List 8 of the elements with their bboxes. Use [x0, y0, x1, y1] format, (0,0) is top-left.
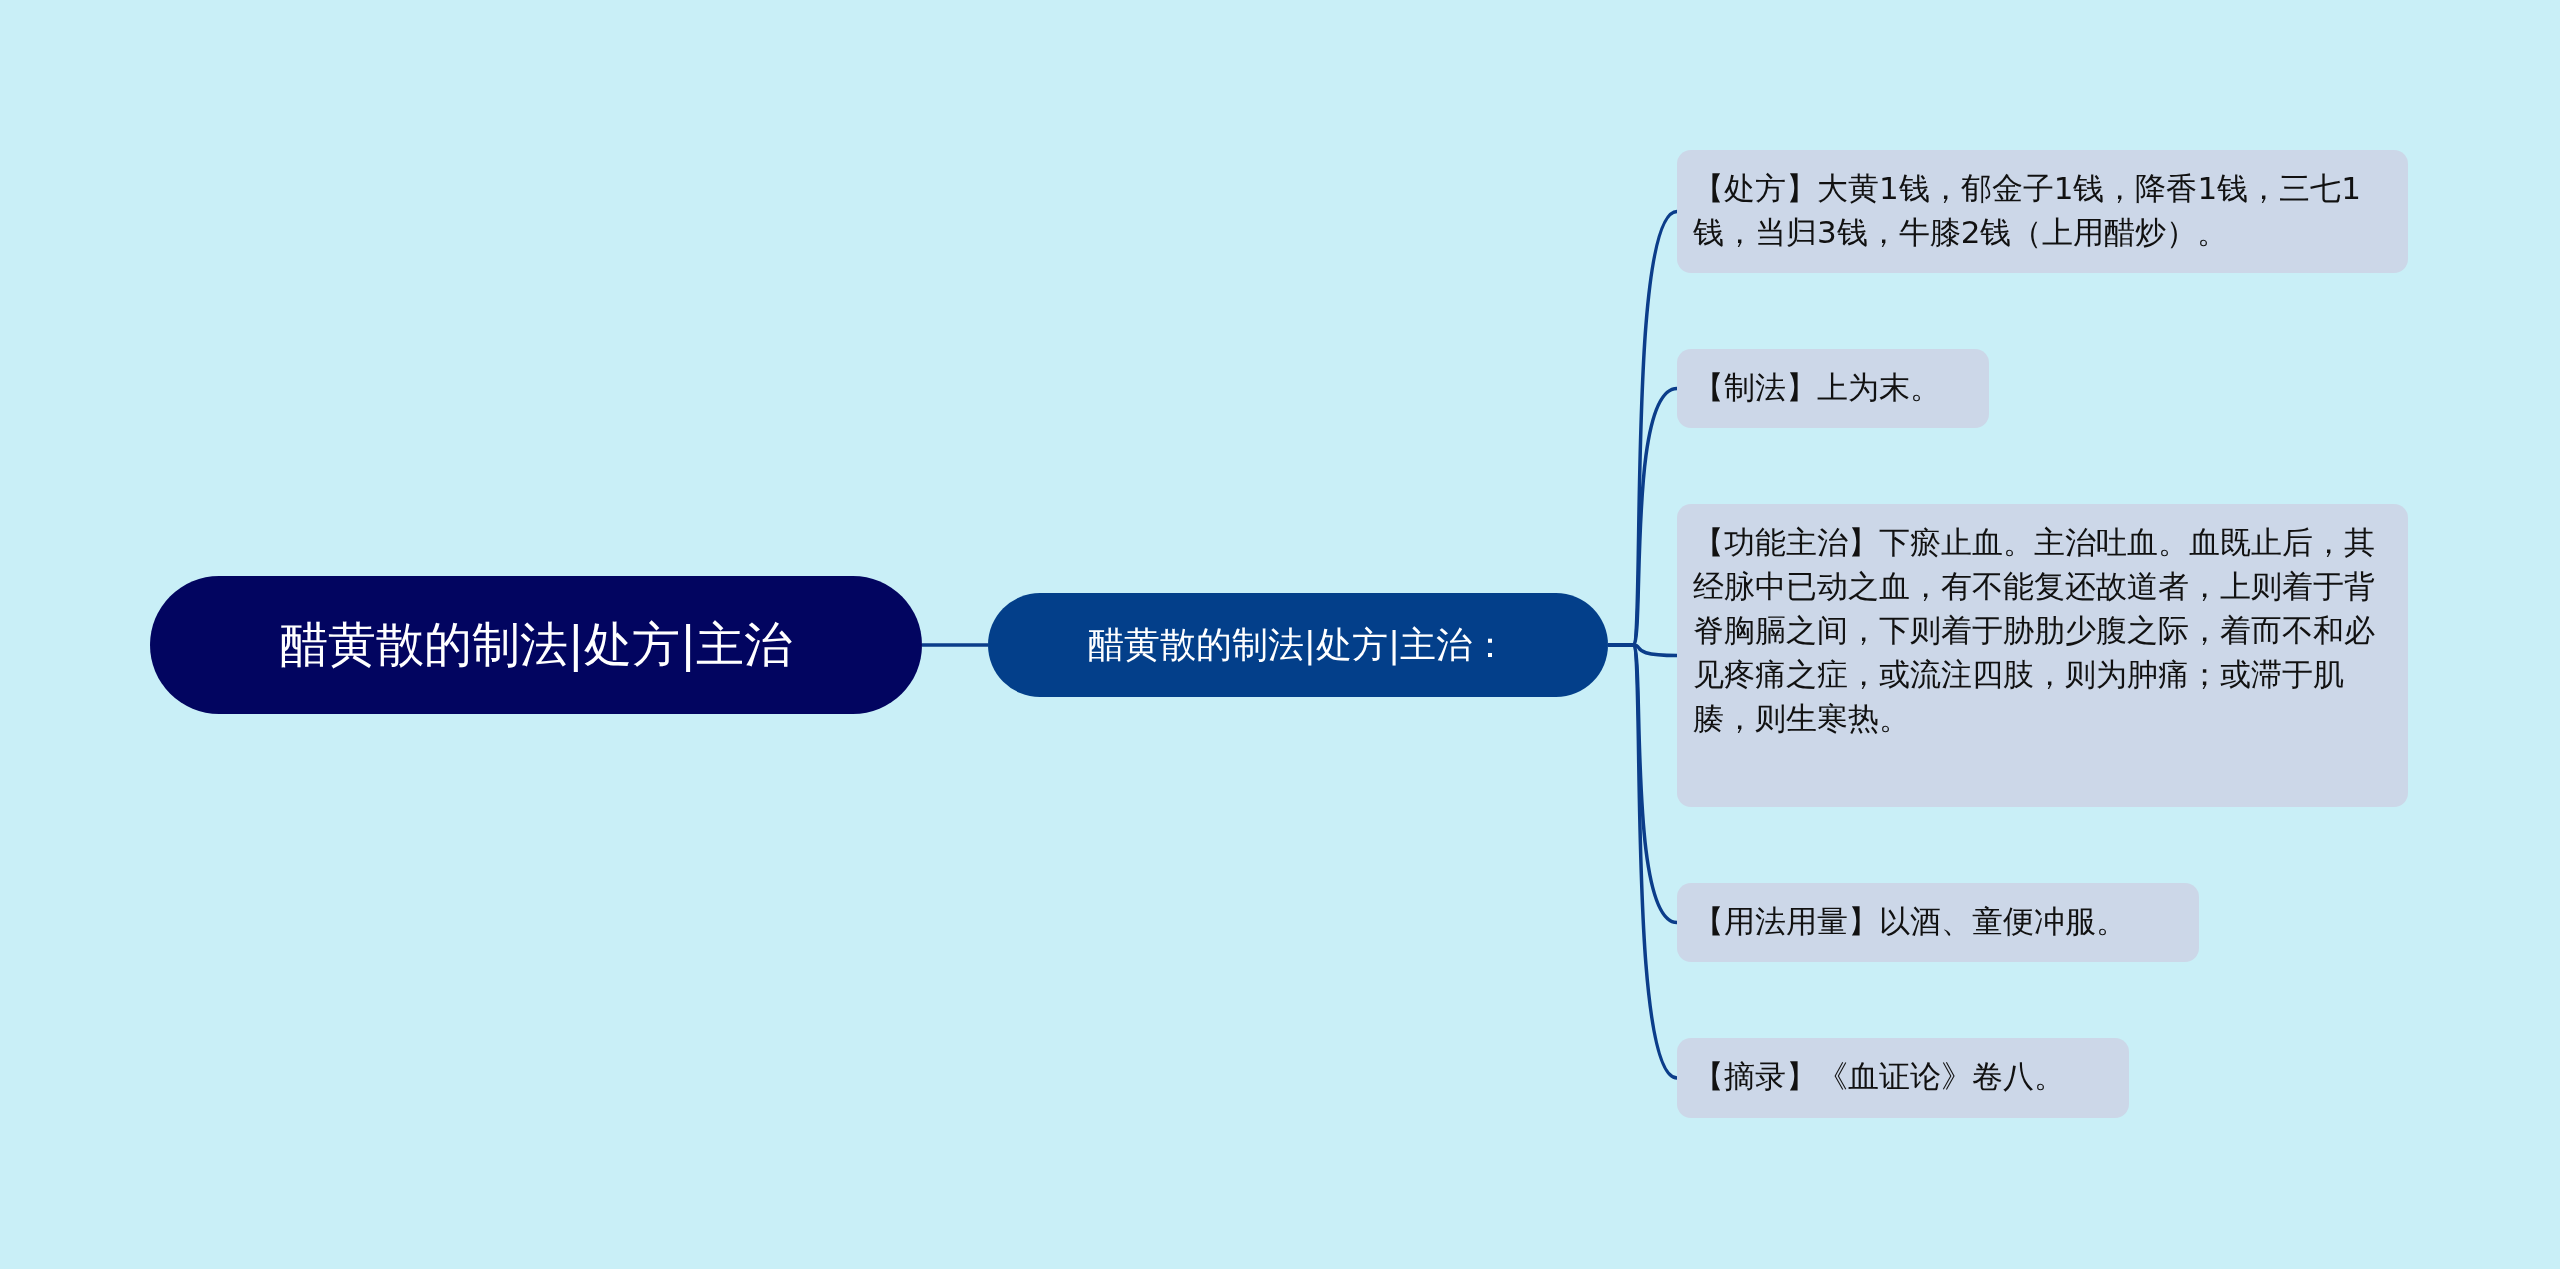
leaf-box: 【制法】上为末。	[1677, 349, 1989, 428]
leaf-box: 【功能主治】下瘀止血。主治吐血。血既止后，其经脉中已动之血，有不能复还故道者，上则着于背脊胸膈之间，下则着于胁肋少腹之际，着而不和必见疼痛之症，或流注四肢，则为肿痛；或滞于肌腠，则生寒热。	[1677, 504, 2408, 807]
root-topic: 醋黄散的制法|处方|主治	[150, 576, 922, 714]
leaf-box: 【用法用量】以酒、童便冲服。	[1677, 883, 2199, 962]
leaf-box: 【摘录】《血证论》卷八。	[1677, 1038, 2129, 1118]
leaf-box: 【处方】大黄1钱，郁金子1钱，降香1钱，三七1钱，当归3钱，牛膝2钱（上用醋炒）。	[1677, 150, 2408, 273]
connector-line	[922, 643, 988, 647]
subtopic-box: 醋黄散的制法|处方|主治：	[988, 593, 1608, 697]
